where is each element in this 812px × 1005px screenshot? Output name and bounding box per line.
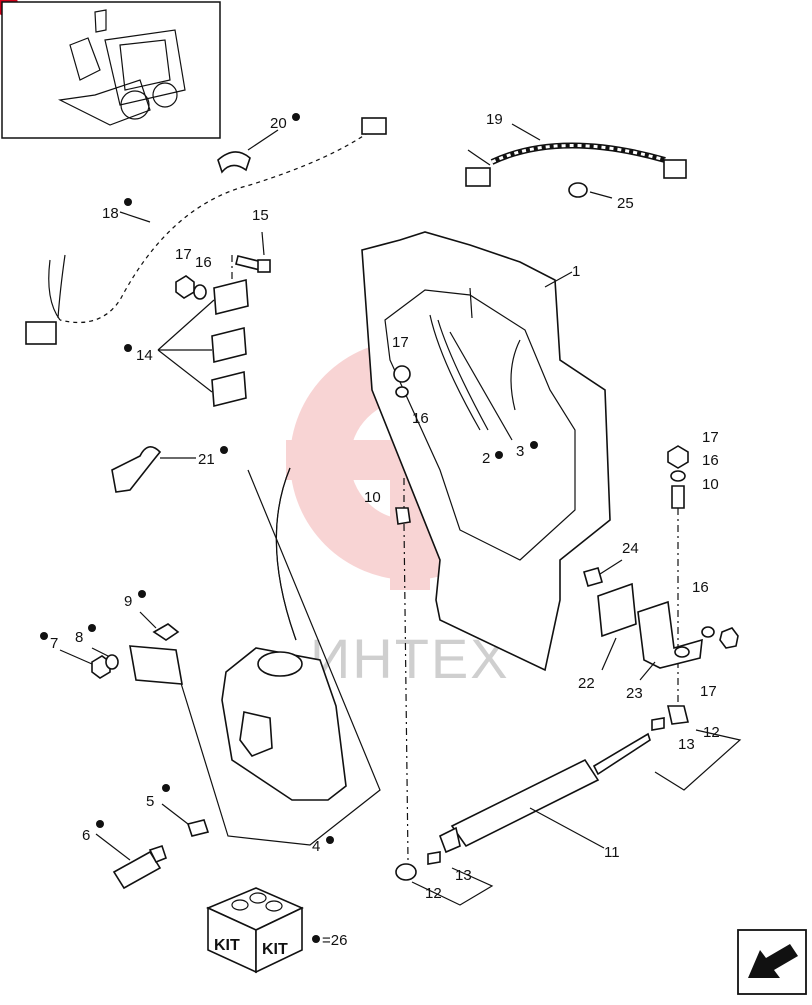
part-12-clip-bottom bbox=[395, 863, 494, 906]
part-19-harness bbox=[465, 123, 687, 187]
part-13-pin-bottom bbox=[427, 851, 441, 865]
callout-16-left: 16 bbox=[195, 254, 212, 271]
part-16-washer-panel bbox=[395, 386, 409, 398]
kit-box: KIT KIT bbox=[206, 887, 304, 974]
callout-2: 2 bbox=[482, 450, 490, 467]
callout-17-right-top: 17 bbox=[702, 429, 719, 446]
callout-25: 25 bbox=[617, 195, 634, 212]
cover-plate bbox=[129, 645, 183, 685]
return-arrow-icon[interactable] bbox=[737, 929, 807, 995]
callout-10-right: 10 bbox=[702, 476, 719, 493]
part-22-plate bbox=[597, 582, 637, 671]
callout-17-left: 17 bbox=[175, 246, 192, 263]
callout-13-top: 13 bbox=[678, 736, 695, 753]
callout-18: 18 bbox=[102, 205, 119, 222]
part-24-bolt bbox=[583, 559, 623, 587]
part-17-nut-panel bbox=[393, 365, 411, 383]
callout-9: 9 bbox=[124, 593, 132, 610]
part-21-clamp bbox=[111, 446, 196, 493]
part-5-fitting bbox=[161, 803, 210, 837]
callout-12-bottom: 12 bbox=[425, 885, 442, 902]
callout-15: 15 bbox=[252, 207, 269, 224]
callout-10-center: 10 bbox=[364, 489, 381, 506]
part-1-panel bbox=[361, 231, 611, 672]
callout-19: 19 bbox=[486, 111, 503, 128]
part-17-nut-left bbox=[175, 275, 195, 299]
callout-21: 21 bbox=[198, 451, 215, 468]
callout-3: 3 bbox=[516, 443, 524, 460]
part-23-bracket bbox=[637, 600, 703, 681]
callout-20: 20 bbox=[270, 115, 287, 132]
part-17-nut-right-top bbox=[667, 445, 689, 469]
watermark-text: ИНТЕХ bbox=[310, 627, 510, 690]
kit-label-right: KIT bbox=[262, 941, 288, 958]
part-25-grommet bbox=[568, 182, 613, 199]
callout-14: 14 bbox=[136, 347, 153, 364]
callout-8: 8 bbox=[75, 629, 83, 646]
part-6-pump bbox=[95, 833, 167, 890]
part-14-clips bbox=[157, 278, 249, 408]
callout-24: 24 bbox=[622, 540, 639, 557]
callout-11: 11 bbox=[604, 844, 620, 861]
part-12-clip-top bbox=[654, 705, 742, 791]
callout-1: 1 bbox=[572, 263, 580, 280]
part-4-reservoir bbox=[179, 467, 381, 846]
callout-12-top: 12 bbox=[703, 724, 720, 741]
callout-16-panel: 16 bbox=[412, 410, 429, 427]
callout-17-panel: 17 bbox=[392, 334, 409, 351]
callout-23: 23 bbox=[626, 685, 643, 702]
part-16-washer-right-bottom bbox=[701, 626, 715, 638]
callout-17-right-bottom: 17 bbox=[700, 683, 717, 700]
callout-22: 22 bbox=[578, 675, 595, 692]
callout-26: =26 bbox=[322, 932, 347, 949]
kit-label-left: KIT bbox=[214, 937, 240, 954]
part-8-washer bbox=[91, 647, 119, 670]
part-15-bolt bbox=[231, 231, 271, 285]
part-16-washer-right-top bbox=[670, 470, 686, 482]
callout-4: 4 bbox=[312, 838, 320, 855]
callout-6: 6 bbox=[82, 827, 90, 844]
callouts: 1 2 3 4 5 6 7 8 9 10 10 11 12 12 13 13 1… bbox=[40, 111, 720, 949]
callout-16-right-bottom: 16 bbox=[692, 579, 709, 596]
thumbnail-loader bbox=[1, 1, 221, 139]
part-9-screw bbox=[139, 611, 180, 641]
part-10-fitting-center bbox=[395, 478, 411, 861]
callout-13-bottom: 13 bbox=[455, 867, 472, 884]
part-18-harness bbox=[25, 117, 387, 345]
part-20-strap bbox=[217, 129, 279, 174]
callout-5: 5 bbox=[146, 793, 154, 810]
callout-16-right-top: 16 bbox=[702, 452, 719, 469]
part-17-nut-right-bottom bbox=[719, 627, 739, 649]
part-16-washer-left bbox=[193, 284, 207, 300]
part-13-pin-top bbox=[651, 717, 665, 731]
part-7-nut bbox=[59, 649, 111, 679]
part-10-fitting-right bbox=[671, 485, 685, 710]
part-11-gas-strut bbox=[438, 732, 651, 854]
callout-7: 7 bbox=[50, 635, 58, 652]
